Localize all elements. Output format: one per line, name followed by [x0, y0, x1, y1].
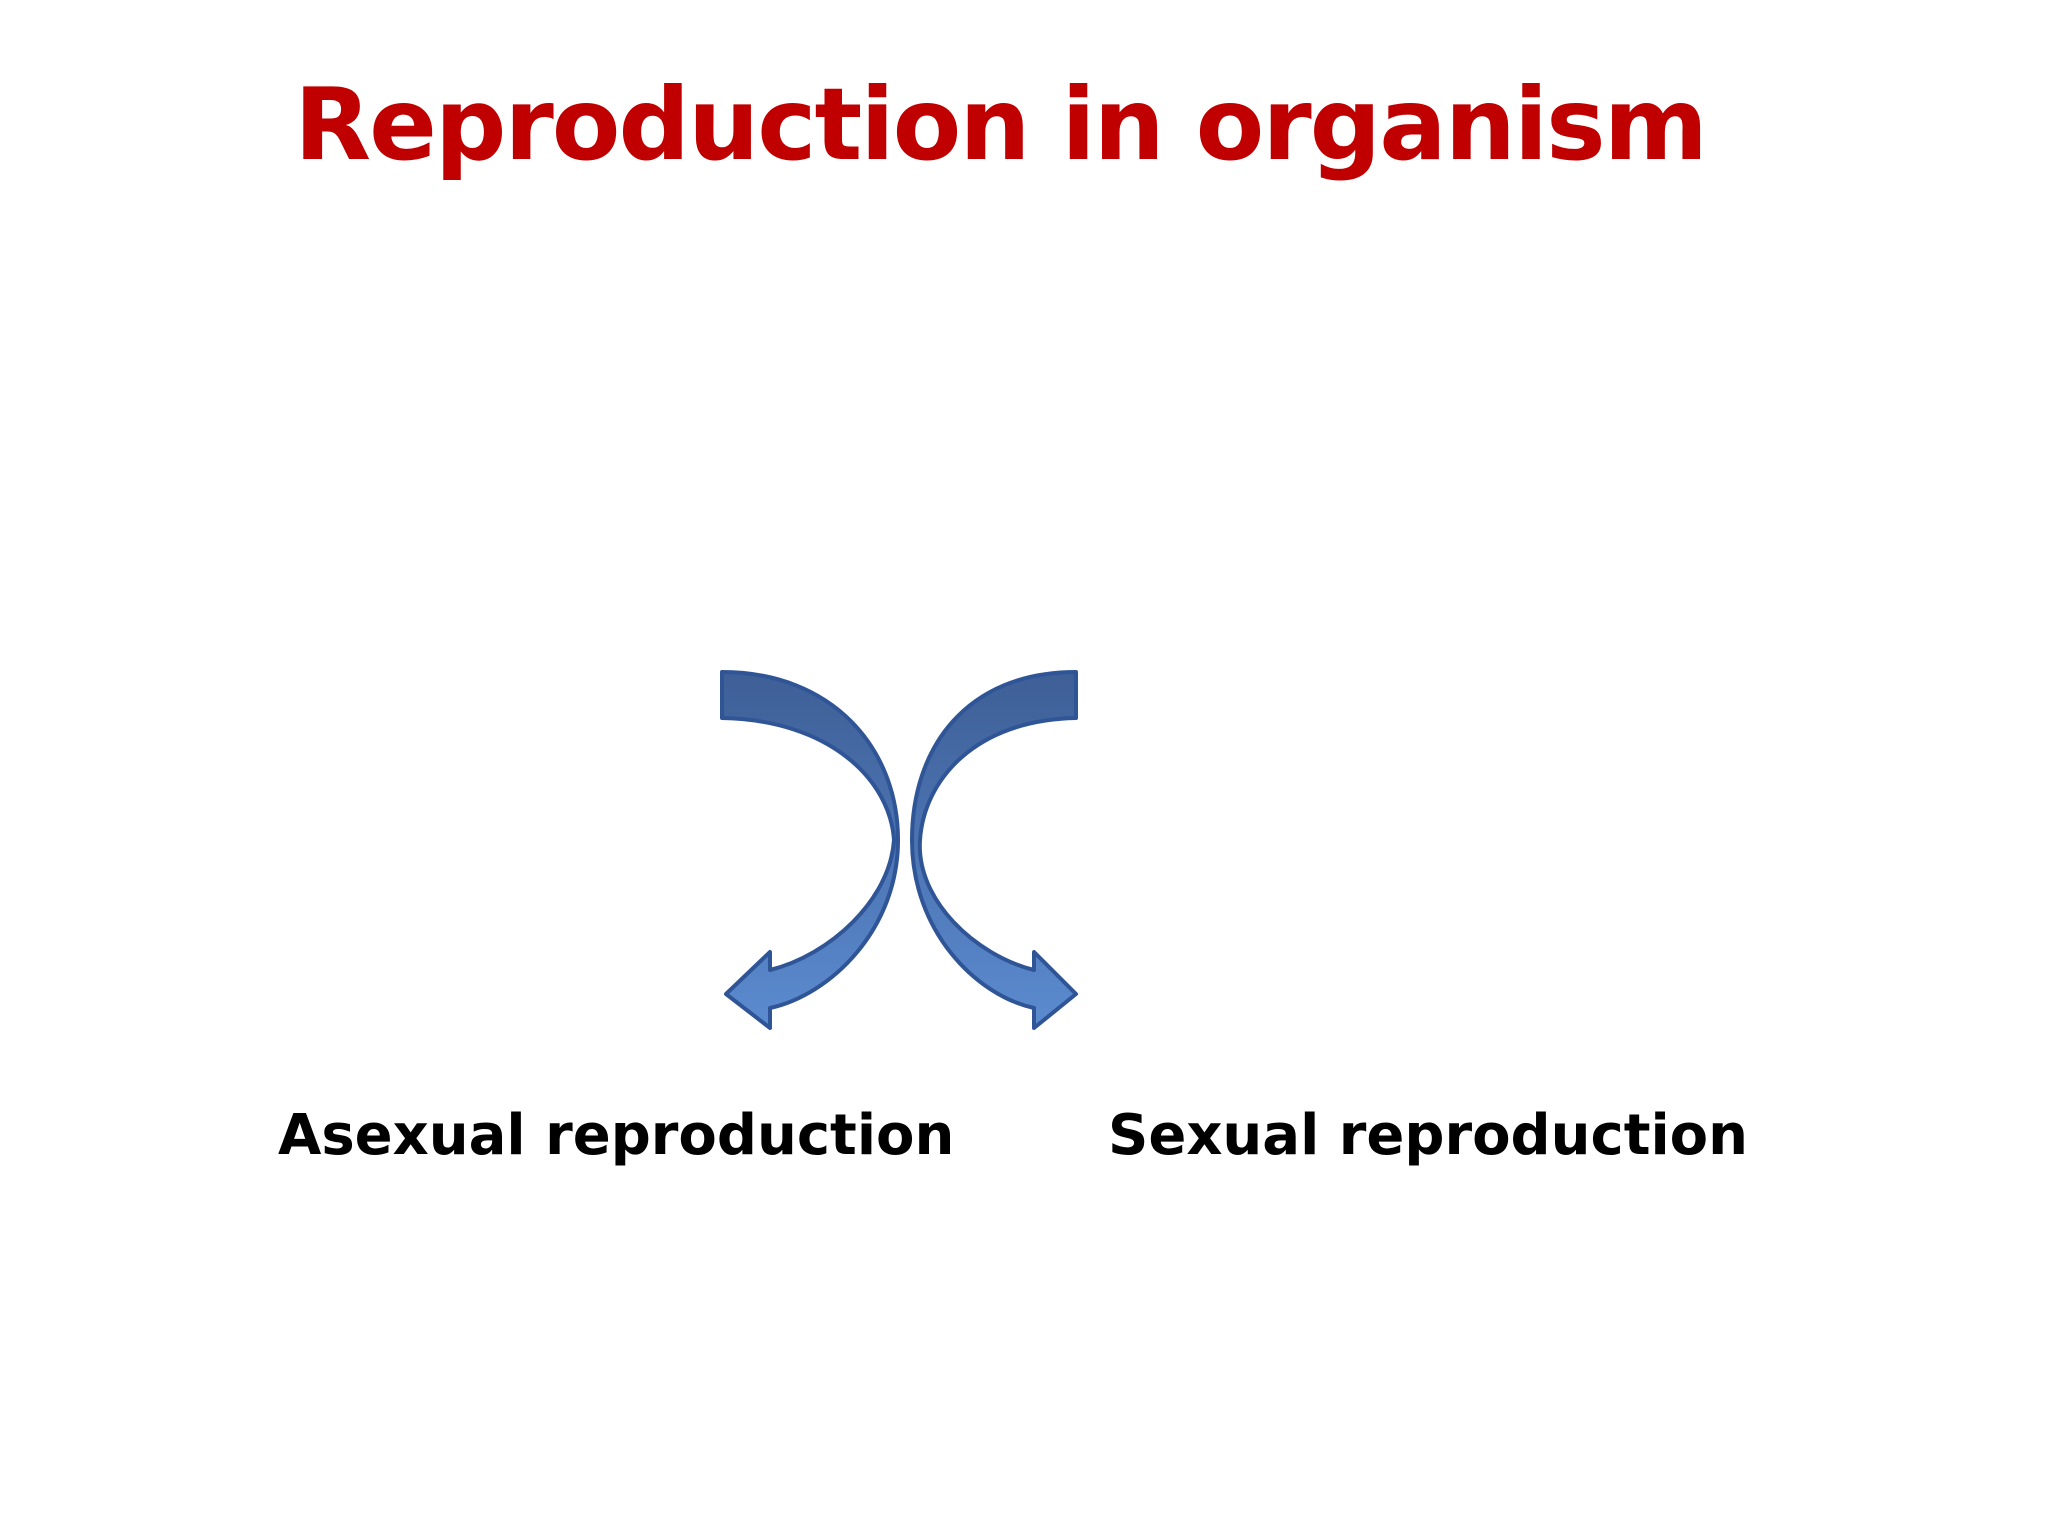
sexual-reproduction-label: Sexual reproduction	[1108, 1103, 1749, 1168]
left-curved-arrow	[720, 670, 900, 1030]
page-title: Reproduction in organism	[294, 66, 1708, 183]
right-curved-arrow	[910, 670, 1078, 1030]
asexual-reproduction-label: Asexual reproduction	[278, 1103, 955, 1168]
